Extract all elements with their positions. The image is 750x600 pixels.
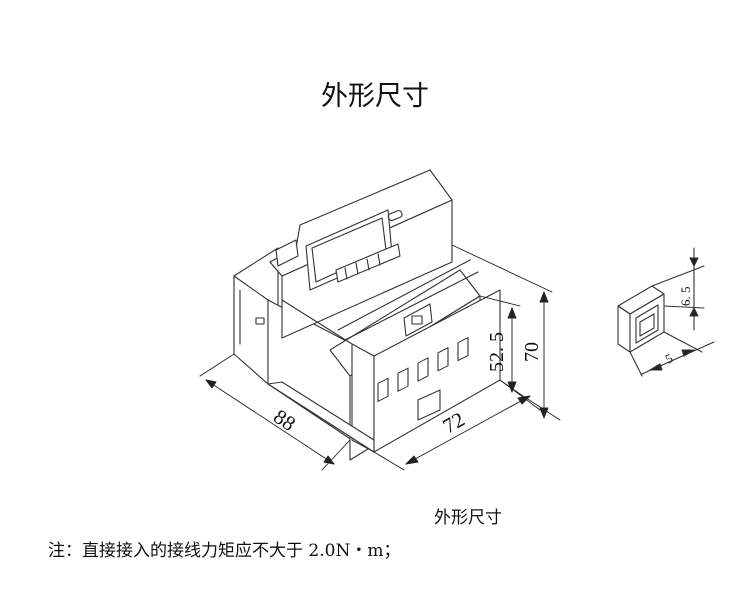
- dim-label-depth: 88: [269, 404, 300, 436]
- terminal-detail: [617, 247, 715, 377]
- dim-label-terminal-height: 6. 5: [678, 287, 693, 307]
- figure-caption: 外形尺寸: [434, 508, 502, 528]
- dimension-lines: [199, 244, 561, 471]
- torque-note: 注：直接接入的接线力矩应不大于 2.0N・m；: [48, 541, 401, 561]
- page-title: 外形尺寸: [321, 81, 429, 112]
- dim-label-height-mid: 52. 5: [486, 332, 508, 372]
- dim-label-height-total: 70: [521, 342, 543, 362]
